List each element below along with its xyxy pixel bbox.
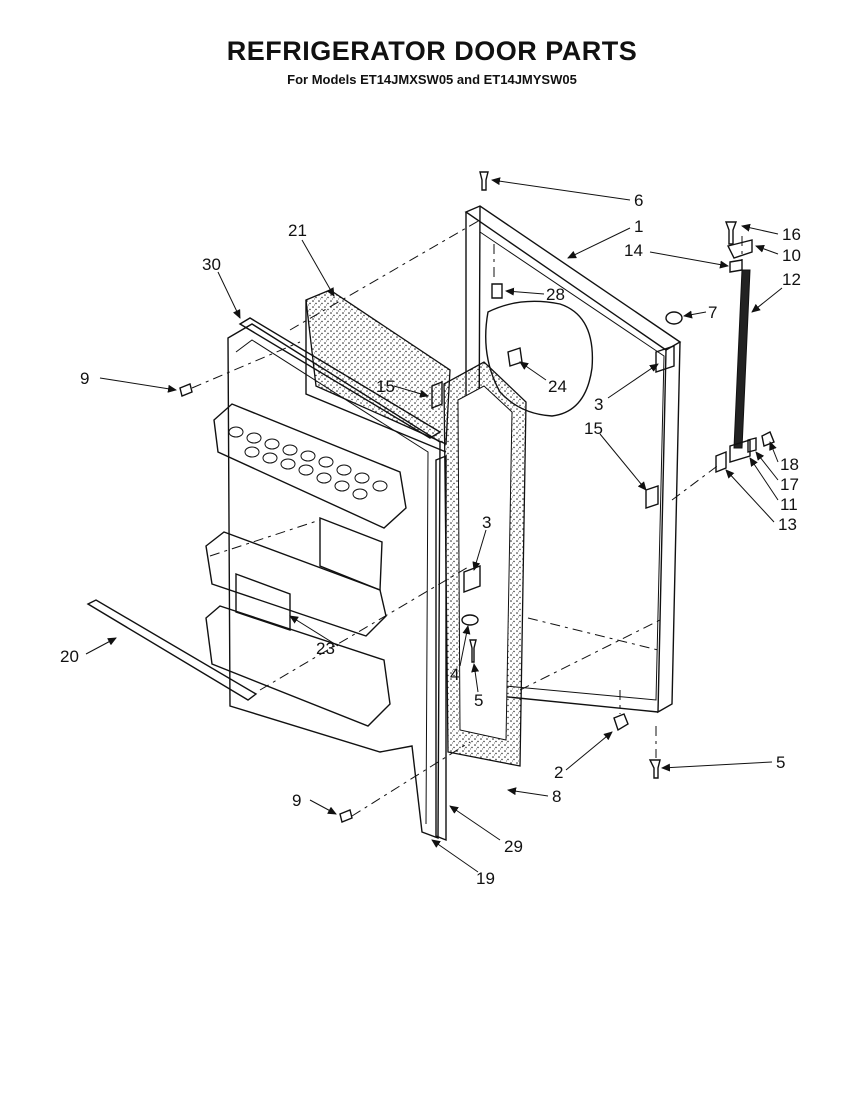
clip-14 (729, 259, 743, 273)
washer-4 (461, 614, 479, 626)
bracket-24 (507, 347, 523, 367)
stop-15-left (431, 380, 443, 410)
screw-9-bottom (339, 809, 353, 823)
callout-19: 19 (476, 869, 495, 888)
plug-7 (665, 311, 683, 325)
bushing-28 (491, 283, 503, 299)
callout-18: 18 (780, 455, 799, 474)
callout-9-top: 9 (80, 369, 89, 388)
screw-5-mid (469, 639, 477, 663)
hinge-rod (733, 269, 751, 449)
callout-24: 24 (548, 377, 567, 396)
door-liner (205, 323, 441, 840)
callout-15-right: 15 (584, 419, 603, 438)
leader-lines (85, 177, 783, 873)
callout-3-top: 3 (594, 395, 603, 414)
callout-7: 7 (708, 303, 717, 322)
cap-2 (613, 713, 629, 732)
callout-labels: 6 1 21 16 14 10 12 30 28 7 9 15 24 3 15 … (60, 191, 801, 888)
callout-11: 11 (780, 495, 798, 514)
hinge-top-10 (726, 239, 753, 259)
screw-18 (761, 431, 775, 447)
vertical-strip (435, 454, 447, 842)
egg-tray (228, 426, 388, 500)
callout-30: 30 (202, 255, 221, 274)
callout-14: 14 (624, 241, 643, 260)
callout-28: 28 (546, 285, 565, 304)
inner-door-liner (305, 289, 451, 453)
callout-3-mid: 3 (482, 513, 491, 532)
callout-20: 20 (60, 647, 79, 666)
door-trim-strip (238, 317, 442, 439)
hinge-bottom-11 (729, 439, 751, 463)
door-gasket (443, 361, 527, 767)
screw-5-bottom (648, 759, 661, 779)
alignment-lines (191, 219, 743, 817)
washer-17 (747, 437, 757, 453)
clip-13 (715, 450, 727, 474)
callout-23: 23 (316, 639, 335, 658)
small-hardware (179, 171, 775, 823)
stop-15-right (645, 485, 659, 509)
callout-5-mid: 5 (474, 691, 483, 710)
page-title: REFRIGERATOR DOOR PARTS (226, 36, 638, 66)
callout-13: 13 (778, 515, 797, 534)
callout-15-left: 15 (376, 377, 395, 396)
screw-6 (479, 171, 489, 191)
shelf-bar (86, 599, 258, 701)
callout-8: 8 (552, 787, 561, 806)
callout-6: 6 (634, 191, 643, 210)
callout-29: 29 (504, 837, 523, 856)
callout-9-bottom: 9 (292, 791, 301, 810)
callout-12: 12 (782, 270, 801, 289)
callout-16: 16 (782, 225, 801, 244)
callout-17: 17 (780, 475, 799, 494)
callout-10: 10 (782, 246, 801, 265)
screw-9-top (179, 383, 193, 397)
page-subtitle: For Models ET14JMXSW05 and ET14JMYSW05 (287, 72, 577, 87)
callout-21: 21 (288, 221, 307, 240)
screw-16 (724, 221, 738, 245)
callout-2: 2 (554, 763, 563, 782)
callout-4: 4 (450, 665, 459, 684)
callout-1: 1 (634, 217, 643, 236)
callout-5-bottom: 5 (776, 753, 785, 772)
